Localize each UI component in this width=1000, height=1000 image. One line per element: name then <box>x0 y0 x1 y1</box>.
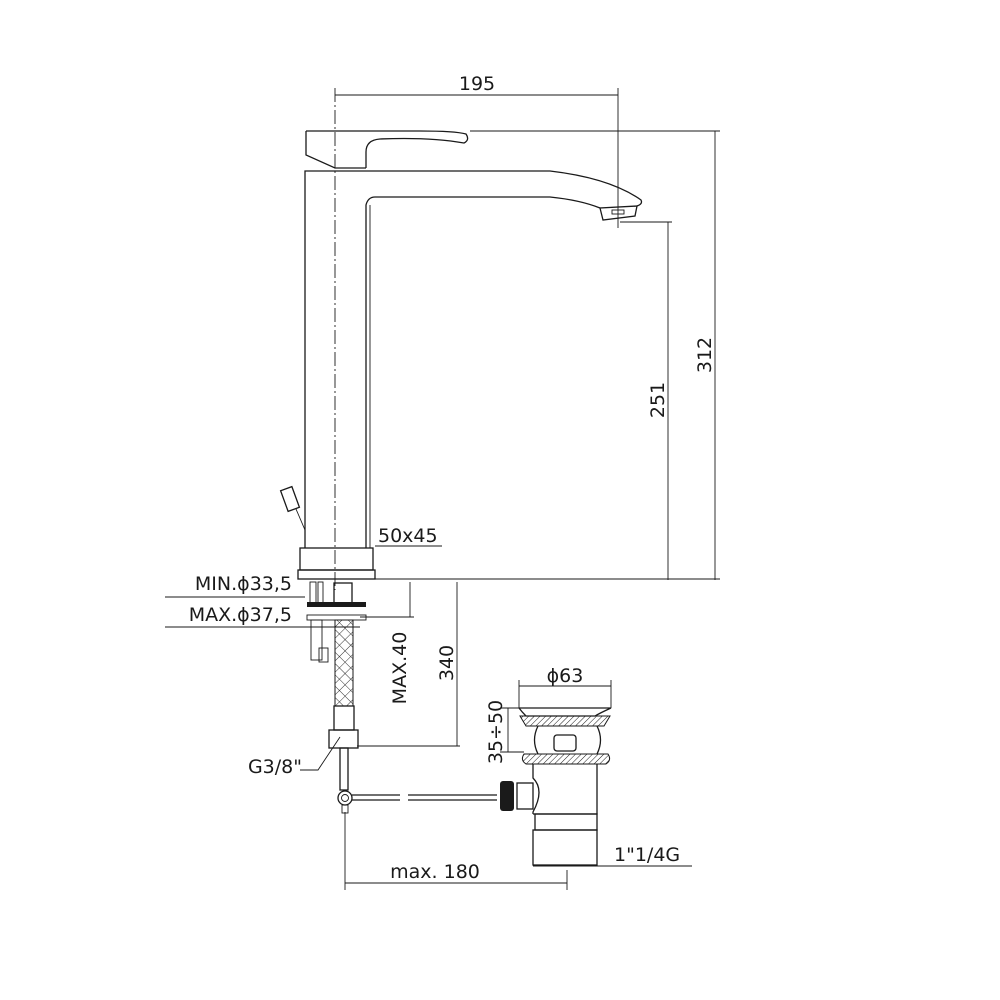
dim-hole-max: MAX.ϕ37,5 <box>189 604 292 626</box>
faucet-base <box>297 547 376 580</box>
dim-max-deck: MAX.40 <box>389 632 411 705</box>
dim-spout-height: 251 <box>647 382 669 418</box>
dim-hole-min: MIN.ϕ33,5 <box>195 573 292 595</box>
dim-spout-reach: 195 <box>459 73 495 95</box>
flexible-hose <box>328 619 359 814</box>
dim-waste-thread: 1"1/4G <box>614 844 680 866</box>
dim-waste-range: 35÷50 <box>485 700 507 764</box>
aerator <box>599 205 638 221</box>
dim-waste-diameter: ϕ63 <box>547 665 584 687</box>
faucet-body <box>304 170 643 548</box>
dimension-lines <box>165 88 720 890</box>
fixing-set <box>306 581 367 663</box>
dim-hose-length: 340 <box>436 645 458 681</box>
dim-connection-thread: G3/8" <box>248 756 302 778</box>
waste-valve <box>500 707 612 866</box>
dim-rod-length: max. 180 <box>390 861 480 883</box>
popup-rod <box>352 794 497 801</box>
faucet-handle <box>305 130 469 169</box>
dim-base-size: 50x45 <box>378 525 438 547</box>
dim-total-height: 312 <box>694 337 716 373</box>
drain-lever <box>279 485 306 531</box>
